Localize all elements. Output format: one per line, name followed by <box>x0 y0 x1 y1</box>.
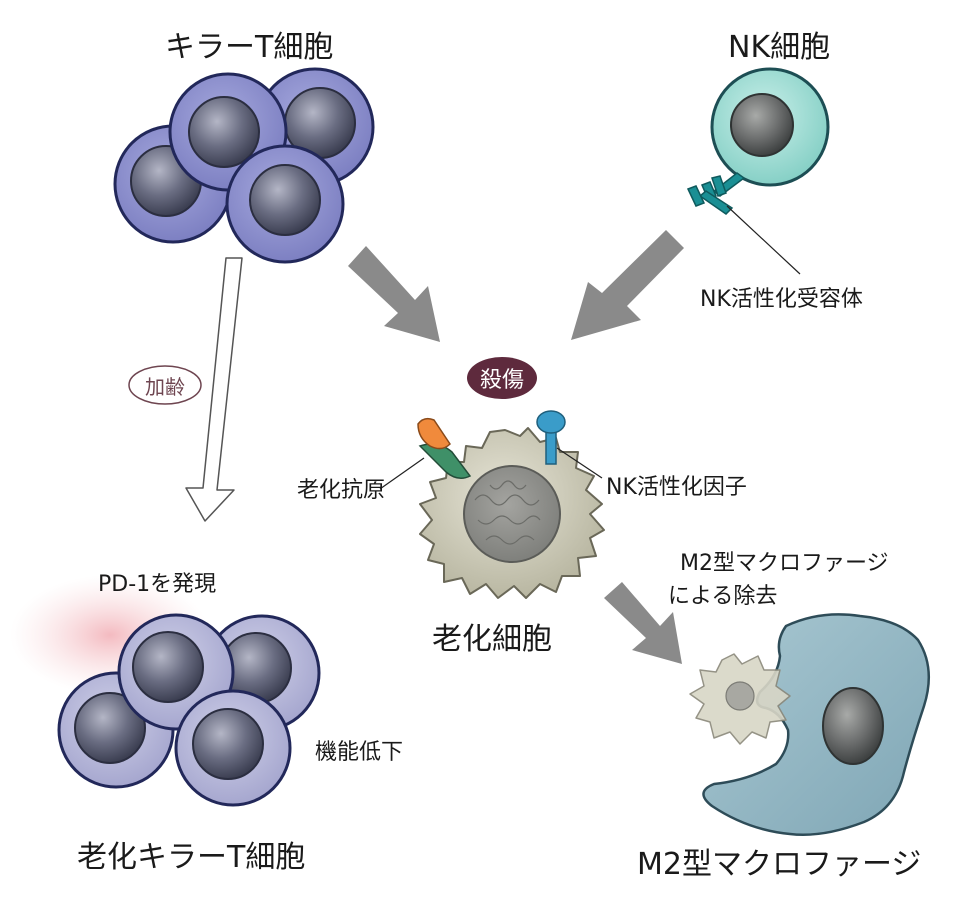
m2-removal-label-line1: M2型マクロファージ <box>680 551 889 576</box>
senescent-antigen-label: 老化抗原 <box>297 478 386 503</box>
kill-badge <box>467 357 537 399</box>
aged-killer-t-cell-label: 老化キラーT細胞 <box>77 840 306 875</box>
aged-killer-t-cell-cluster <box>57 613 321 807</box>
aged-killer-t-cell <box>174 689 292 807</box>
aging-badge <box>128 365 202 405</box>
antigen-leader-line <box>379 457 425 490</box>
engulfed-senescent-debris <box>689 653 791 745</box>
nk-ligand-icon <box>536 410 566 465</box>
kill-label: 殺傷 <box>479 368 524 393</box>
nk-ligand-label: NK活性化因子 <box>606 475 747 500</box>
killer-t-cell-label: キラーT細胞 <box>165 30 334 65</box>
killer-t-cell-cluster <box>113 67 375 264</box>
pd1-label: PD-1を発現 <box>98 572 217 597</box>
senescent-cell-label: 老化細胞 <box>432 622 552 657</box>
kill-arrow-left <box>348 246 440 342</box>
removal-arrow <box>604 582 682 664</box>
killer-t-cell <box>225 144 345 264</box>
dysfunction-label: 機能低下 <box>315 740 404 765</box>
m2-removal-label-line2: による除去 <box>668 584 778 609</box>
senescent-antigen-icon <box>417 417 472 479</box>
nk-cell <box>710 67 830 187</box>
ligand-leader-line <box>556 447 603 479</box>
aging-label: 加齢 <box>145 374 185 399</box>
nk-cell-label: NK細胞 <box>728 30 831 65</box>
aging-arrow <box>185 257 243 522</box>
m2-macrophage-label: M2型マクロファージ <box>637 847 922 882</box>
nk-receptor-label: NK活性化受容体 <box>700 287 863 312</box>
m2-macrophage <box>702 613 930 837</box>
nk-receptor-icon <box>686 172 746 215</box>
nk-receptor-leader-line <box>726 205 801 275</box>
kill-arrow-right <box>571 230 684 340</box>
